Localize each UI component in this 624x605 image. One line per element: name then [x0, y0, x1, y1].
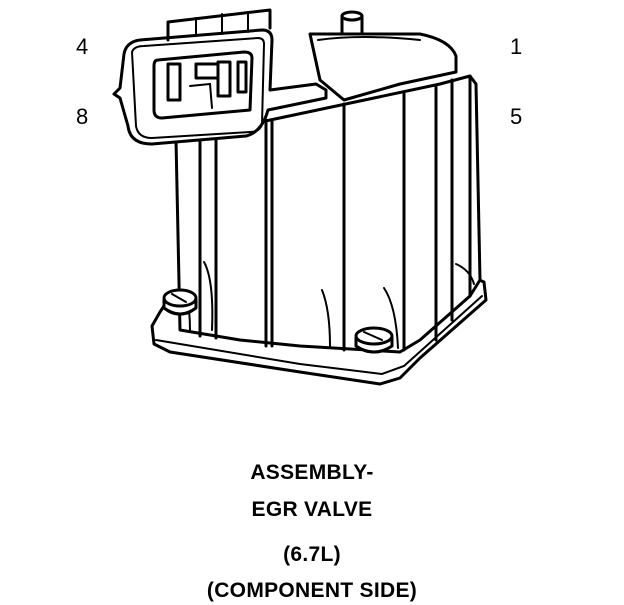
- mounting-bolt-right: [354, 326, 394, 354]
- terminal: [216, 60, 232, 98]
- pin-label-5: 5: [510, 104, 523, 129]
- mounting-bolt-left: [162, 288, 198, 316]
- pin-label-8: 8: [76, 104, 89, 129]
- caption-component-name: EGR VALVE: [251, 498, 373, 521]
- terminal: [166, 62, 182, 102]
- caption-assembly: ASSEMBLY-: [250, 461, 374, 484]
- top-cap: [308, 32, 458, 102]
- terminal: [194, 62, 220, 80]
- caption-view: (COMPONENT SIDE): [206, 579, 418, 602]
- caption-engine: (6.7L): [283, 543, 341, 566]
- terminal: [236, 60, 248, 94]
- pin-label-4: 4: [76, 34, 89, 59]
- pin-label-1: 1: [510, 34, 523, 59]
